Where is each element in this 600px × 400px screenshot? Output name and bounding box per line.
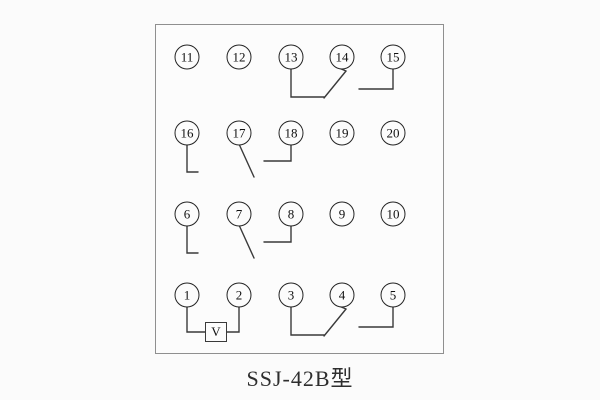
switch-blade-terminal-4 [323,308,347,337]
terminal-5: 5 [380,282,406,308]
wire-terminal-3 [290,305,325,336]
terminal-10: 10 [380,201,406,227]
terminal-17: 17 [226,120,252,146]
terminal-15: 15 [380,44,406,70]
terminal-11: 11 [174,44,200,70]
switch-blade-terminal-14 [323,70,347,99]
terminal-1: 1 [174,282,200,308]
wire-terminal-1 [186,305,206,333]
model-caption: SSJ-42B型 [246,366,354,391]
voltage-coil-label: V [211,324,221,339]
wire-terminal-18 [263,143,292,162]
voltage-coil-box: V [205,322,227,342]
terminal-6: 6 [174,201,200,227]
terminal-18: 18 [278,120,304,146]
terminal-13: 13 [278,44,304,70]
wire-terminal-6 [186,224,199,254]
terminal-9: 9 [329,201,355,227]
terminal-12: 12 [226,44,252,70]
switch-blade-terminal-7 [238,224,255,259]
wire-terminal-8 [263,224,292,243]
terminal-3: 3 [278,282,304,308]
terminal-14: 14 [329,44,355,70]
terminal-8: 8 [278,201,304,227]
terminal-4: 4 [329,282,355,308]
connection-wires-icon [186,67,394,337]
terminal-19: 19 [329,120,355,146]
wire-terminal-16 [186,143,199,173]
wire-terminal-13 [290,67,325,98]
terminal-7: 7 [226,201,252,227]
wire-terminal-15 [358,67,394,90]
terminal-2: 2 [226,282,252,308]
terminal-16: 16 [174,120,200,146]
terminal-20: 20 [380,120,406,146]
switch-blade-terminal-17 [238,143,255,178]
wire-terminal-2 [226,305,240,333]
wire-terminal-5 [358,305,394,328]
